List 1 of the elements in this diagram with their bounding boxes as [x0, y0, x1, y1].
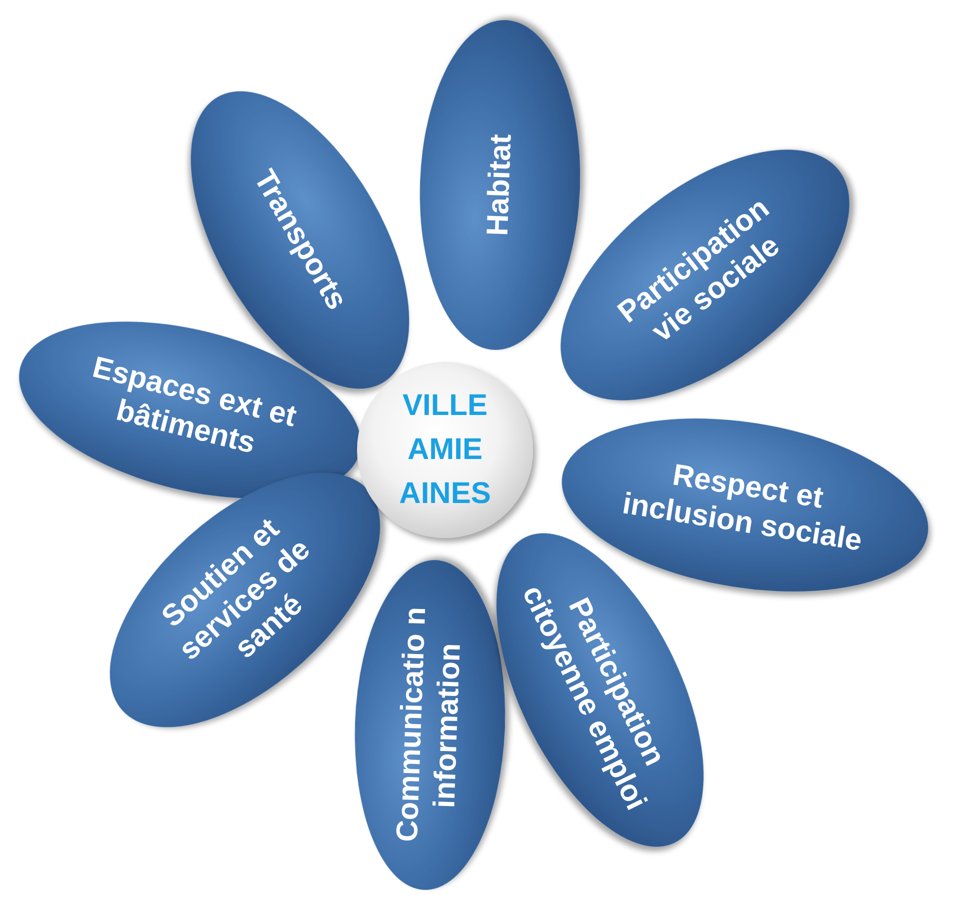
petal-label: Habitat — [480, 114, 520, 256]
